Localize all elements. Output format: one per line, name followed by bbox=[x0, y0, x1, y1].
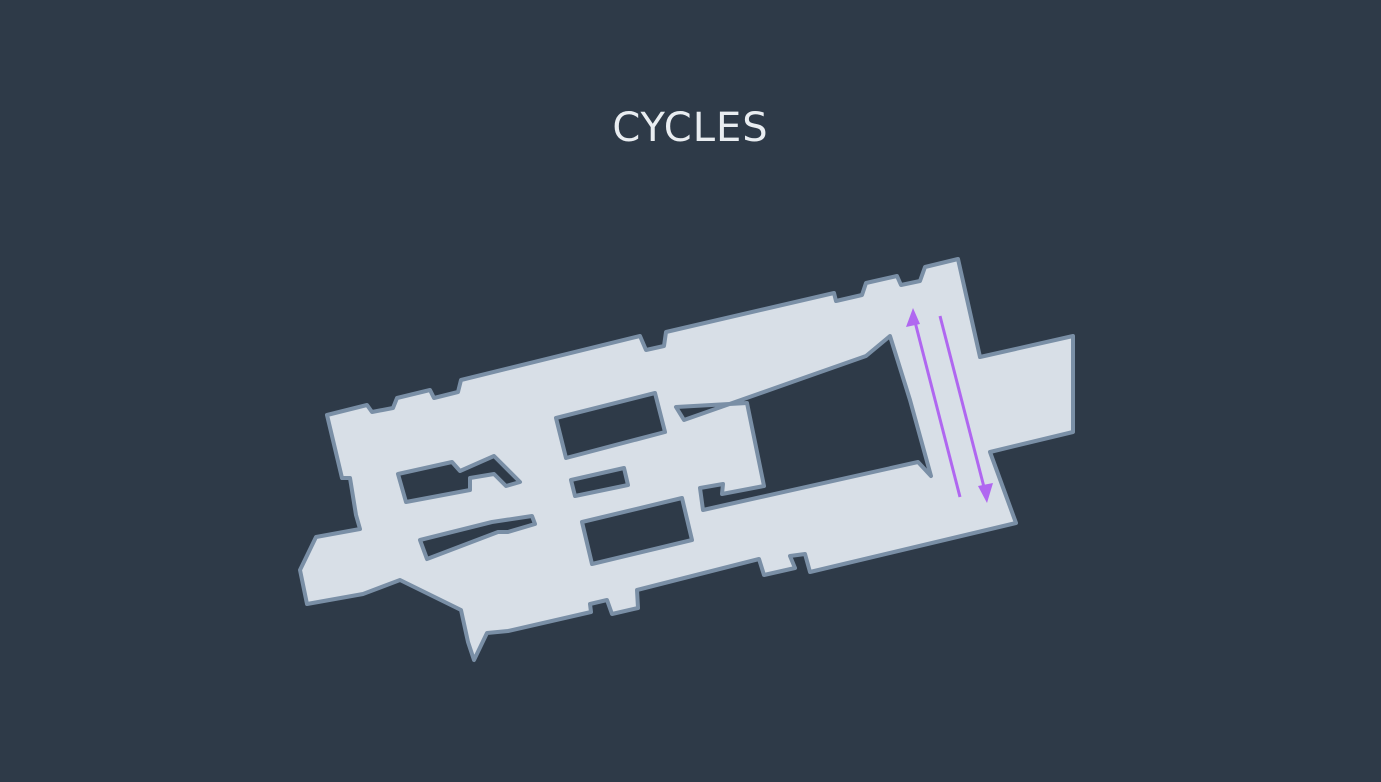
hole-middle-top bbox=[554, 391, 667, 460]
hole-left-upper bbox=[396, 454, 522, 504]
floor-map bbox=[298, 257, 1075, 662]
slide-title: CYCLES bbox=[612, 105, 769, 151]
hole-middle-bottom bbox=[580, 496, 694, 566]
arrow-down bbox=[938, 315, 988, 496]
arrow-up bbox=[911, 313, 962, 498]
hole-left-lower bbox=[418, 514, 537, 561]
arrow-down-head bbox=[978, 483, 993, 503]
hole-middle-small bbox=[569, 466, 630, 498]
hole-right-large bbox=[674, 334, 933, 512]
arrow-up-head bbox=[906, 308, 920, 327]
